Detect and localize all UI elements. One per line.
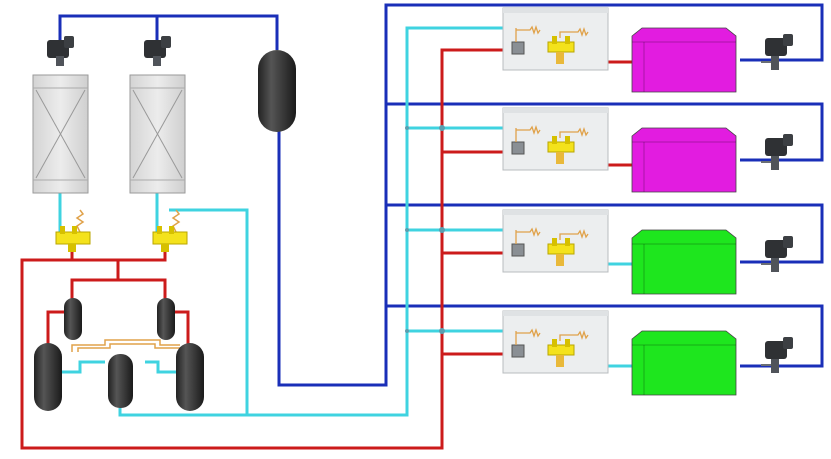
blue-bus-2 [386,102,824,162]
pressure-tank-icon [258,50,296,132]
manifold-valve-icon[interactable] [547,339,575,367]
solenoid-actuator-icon[interactable] [761,34,793,70]
valve-panel-icon[interactable] [502,7,609,71]
solenoid-actuator-icon[interactable] [761,134,793,170]
pressure-tank-icon [157,298,175,340]
blue-loop-1 [740,28,824,62]
heater-block-icon [631,27,737,93]
blue-top-header [58,14,279,50]
pressure-tank-icon [34,343,62,411]
filter-element-icon [129,74,186,194]
blue-lines [58,3,824,387]
manifold-valve-icon[interactable] [547,136,575,164]
manifold-valve-icon[interactable] [547,238,575,266]
valve-row [502,310,793,396]
heater-block-icon [631,229,737,295]
pressure-tank-icon [108,354,133,408]
red-manifold-link [72,244,167,262]
cyan-tank-loop [55,360,182,374]
heater-block-icon [631,127,737,193]
valve-row [502,209,793,295]
valve-row [502,107,793,193]
manifold-valve-icon[interactable] [55,226,91,252]
valve-panel-icon[interactable] [502,209,609,273]
orange-filter-spring-1 [75,209,85,233]
blue-bus-4 [386,304,824,368]
valve-rows [502,7,793,396]
cyan-vertical-main [169,208,249,415]
manifold-valve-icon[interactable] [152,226,188,252]
manifold-valve-icon[interactable] [547,36,575,64]
solenoid-actuator-icon[interactable] [47,36,74,66]
pipe-junctions [405,125,445,334]
blue-bus-3 [386,203,824,264]
solenoid-actuator-icon[interactable] [761,337,793,373]
solenoid-actuator-icon[interactable] [144,36,171,66]
solenoid-actuator-icon[interactable] [761,236,793,272]
pressure-tank-icon [64,298,82,340]
cyan-return-bottom [118,26,503,417]
valve-panel-icon[interactable] [502,107,609,171]
valve-row [502,7,793,93]
orange-tank-crossover-2 [77,343,185,352]
valve-panel-icon[interactable] [502,310,609,374]
filter-element-icon [32,74,89,194]
blue-return-line [277,3,824,387]
pressure-tank-icon [176,343,204,411]
orange-tank-crossover [71,339,180,352]
heater-block-icon [631,330,737,396]
red-tank-feed [70,260,167,300]
